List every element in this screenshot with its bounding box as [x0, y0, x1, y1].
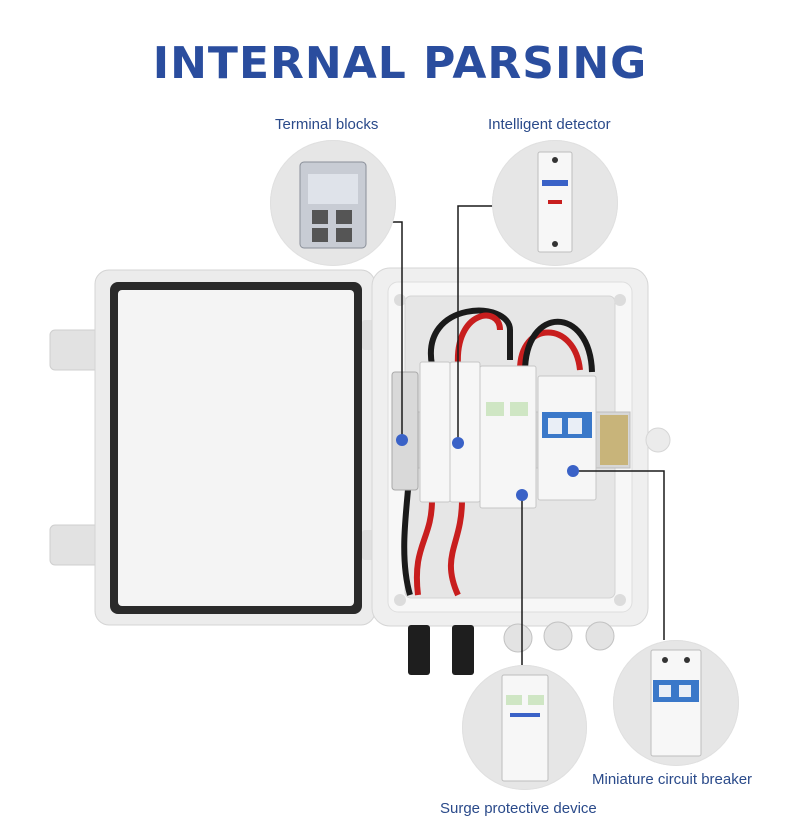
enclosure-lid [49, 269, 382, 626]
surge-protective-device-label: Surge protective device [440, 800, 597, 817]
intelligent-detector-circle [492, 140, 618, 266]
page-title: INTERNAL PARSING [152, 38, 648, 89]
surge-protective-device-circle [462, 665, 587, 790]
terminal-blocks-circle [270, 140, 396, 266]
enclosure-box [371, 267, 671, 675]
breaker-module-icon [650, 649, 702, 757]
spd-module-icon [501, 674, 549, 782]
intelligent-detector-label: Intelligent detector [488, 116, 611, 133]
miniature-circuit-breaker-circle [613, 640, 739, 766]
detector-module-icon [537, 151, 573, 253]
terminal-block-icon [299, 161, 367, 249]
miniature-circuit-breaker-label: Miniature circuit breaker [592, 771, 753, 788]
terminal-blocks-label: Terminal blocks [275, 116, 379, 133]
marker-dots [396, 434, 579, 501]
